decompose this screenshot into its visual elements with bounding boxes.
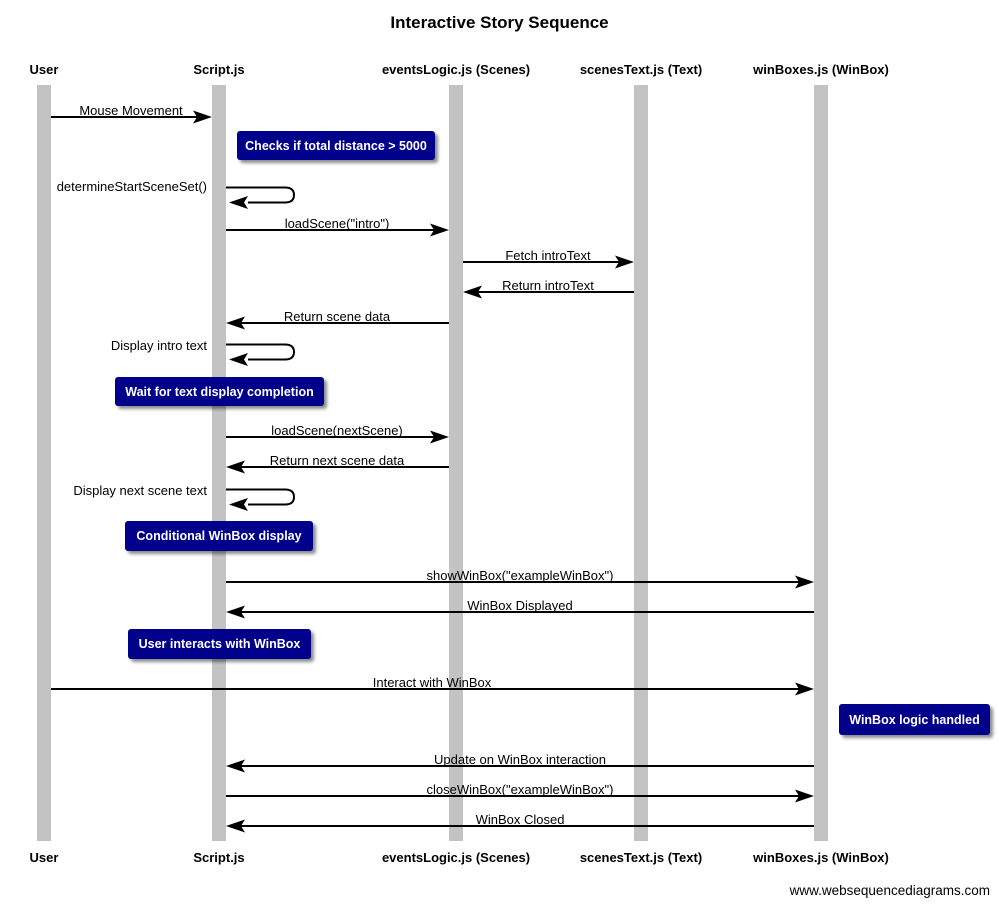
participant-top-winboxes: winBoxes.js (WinBox)	[753, 62, 889, 77]
arrow-fetch-intro-text	[463, 255, 634, 269]
arrow-load-next	[226, 430, 449, 444]
arrow-winbox-closed	[226, 819, 814, 833]
message-label-interact-winbox: Interact with WinBox	[372, 675, 492, 690]
message-label-update-interaction: Update on WinBox interaction	[434, 752, 606, 767]
participant-bottom-user: User	[29, 850, 59, 865]
arrow-load-intro	[226, 223, 449, 237]
arrow-mouse-movement	[51, 110, 212, 124]
note-wait-text-display: Wait for text display completion	[115, 377, 324, 406]
self-arrow-display-next	[226, 488, 296, 511]
arrow-update-interaction	[226, 759, 814, 773]
lifeline-eventslogic	[449, 85, 463, 841]
participant-top-script: Script.js	[193, 62, 245, 77]
message-label-return-next: Return next scene data	[269, 453, 405, 468]
message-label-winbox-closed: WinBox Closed	[475, 812, 565, 827]
message-label-display-intro: Display intro text	[110, 338, 207, 353]
note-conditional-winbox: Conditional WinBox display	[125, 521, 313, 551]
message-label-close-winbox: closeWinBox("exampleWinBox")	[426, 782, 614, 797]
lifeline-winboxes	[814, 85, 828, 841]
message-label-fetch-intro-text: Fetch introText	[505, 248, 591, 263]
message-label-mouse-movement: Mouse Movement	[79, 103, 183, 118]
self-arrow-determine-start	[226, 186, 296, 209]
message-label-show-winbox: showWinBox("exampleWinBox")	[426, 568, 614, 583]
arrow-interact-winbox	[51, 682, 814, 696]
participant-bottom-winboxes: winBoxes.js (WinBox)	[753, 850, 889, 865]
arrow-return-intro-text	[463, 285, 634, 299]
lifeline-user	[37, 85, 51, 841]
participant-top-user: User	[29, 62, 59, 77]
participant-bottom-script: Script.js	[193, 850, 245, 865]
self-arrow-display-intro	[226, 343, 296, 366]
note-checks-distance: Checks if total distance > 5000	[237, 131, 435, 160]
message-label-load-next: loadScene(nextScene)	[271, 423, 403, 438]
arrow-return-scene-data	[226, 316, 449, 330]
arrow-winbox-displayed	[226, 605, 814, 619]
message-label-determine-start: determineStartSceneSet()	[56, 179, 207, 194]
note-winbox-logic: WinBox logic handled	[839, 704, 990, 735]
note-user-interacts: User interacts with WinBox	[128, 629, 311, 659]
arrow-show-winbox	[226, 575, 814, 589]
participant-top-eventslogic: eventsLogic.js (Scenes)	[381, 62, 531, 77]
message-label-winbox-displayed: WinBox Displayed	[467, 598, 573, 613]
watermark-url: www.websequencediagrams.com	[789, 883, 990, 898]
participant-top-scenestext: scenesText.js (Text)	[579, 62, 703, 77]
message-label-display-next: Display next scene text	[73, 483, 207, 498]
arrow-return-next	[226, 460, 449, 474]
participant-bottom-eventslogic: eventsLogic.js (Scenes)	[381, 850, 531, 865]
message-label-return-scene-data: Return scene data	[283, 309, 391, 324]
diagram-title: Interactive Story Sequence	[390, 13, 609, 32]
message-label-load-intro: loadScene("intro")	[284, 216, 390, 231]
message-label-return-intro-text: Return introText	[502, 278, 594, 293]
participant-bottom-scenestext: scenesText.js (Text)	[579, 850, 703, 865]
lifeline-scenestext	[634, 85, 648, 841]
arrow-close-winbox	[226, 789, 814, 803]
